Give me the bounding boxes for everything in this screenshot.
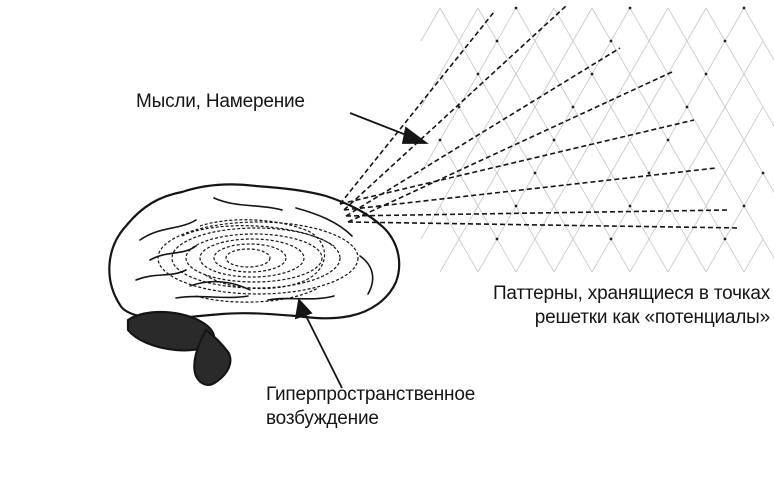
projection-line bbox=[339, 11, 495, 205]
lattice-point bbox=[761, 171, 765, 175]
lattice-point bbox=[628, 6, 632, 10]
projection-line bbox=[347, 71, 673, 223]
projection-line bbox=[343, 167, 717, 211]
brain-stem bbox=[193, 328, 232, 386]
excitation-arrow bbox=[294, 298, 343, 389]
lattice-point bbox=[704, 72, 708, 76]
projection-line bbox=[345, 47, 621, 217]
hyperspatial-excitation-label-line2: возбуждение bbox=[266, 408, 379, 429]
lattice-point bbox=[457, 105, 461, 109]
lattice-point bbox=[742, 204, 746, 208]
lattice-point bbox=[533, 171, 537, 175]
lattice-grid-icon bbox=[420, 7, 774, 273]
lattice-point bbox=[571, 105, 575, 109]
lattice-point bbox=[552, 138, 556, 142]
projection-line bbox=[347, 221, 741, 229]
brain-outline bbox=[108, 183, 401, 320]
lattice-patterns-label-line2: решетки как «потенциалы» bbox=[534, 307, 770, 328]
projection-line bbox=[339, 119, 695, 205]
brain-icon bbox=[108, 183, 401, 386]
thoughts-arrow bbox=[349, 112, 429, 144]
lattice-point bbox=[723, 39, 727, 43]
hyperspatial-excitation-label: Гиперпространственное возбуждение bbox=[266, 383, 475, 431]
lattice-patterns-label-line1: Паттерны, хранящиеся в точках bbox=[492, 283, 770, 304]
lattice-point bbox=[647, 171, 651, 175]
lattice-point bbox=[514, 6, 518, 10]
lattice-point bbox=[438, 138, 442, 142]
lattice-patterns-label: Паттерны, хранящиеся в точках решетки ка… bbox=[430, 282, 770, 330]
lattice-point bbox=[666, 138, 670, 142]
lattice-point bbox=[495, 39, 499, 43]
lattice-point bbox=[609, 237, 613, 241]
lattice-point bbox=[590, 72, 594, 76]
thought-projection-lines bbox=[339, 5, 741, 229]
lattice-point bbox=[609, 39, 613, 43]
projection-line bbox=[343, 5, 567, 211]
projection-line bbox=[345, 209, 729, 217]
lattice-point bbox=[495, 237, 499, 241]
hyperspatial-excitation-label-line1: Гиперпространственное bbox=[266, 384, 476, 405]
lattice-point bbox=[628, 204, 632, 208]
lattice-point bbox=[514, 204, 518, 208]
lattice-point bbox=[742, 6, 746, 10]
thoughts-intention-label: Мысли, Намерение bbox=[136, 91, 305, 112]
swirl-pattern bbox=[157, 219, 359, 303]
lattice-point bbox=[723, 237, 727, 241]
lattice-point bbox=[685, 105, 689, 109]
lattice-point bbox=[476, 72, 480, 76]
lattice-points bbox=[438, 6, 765, 241]
